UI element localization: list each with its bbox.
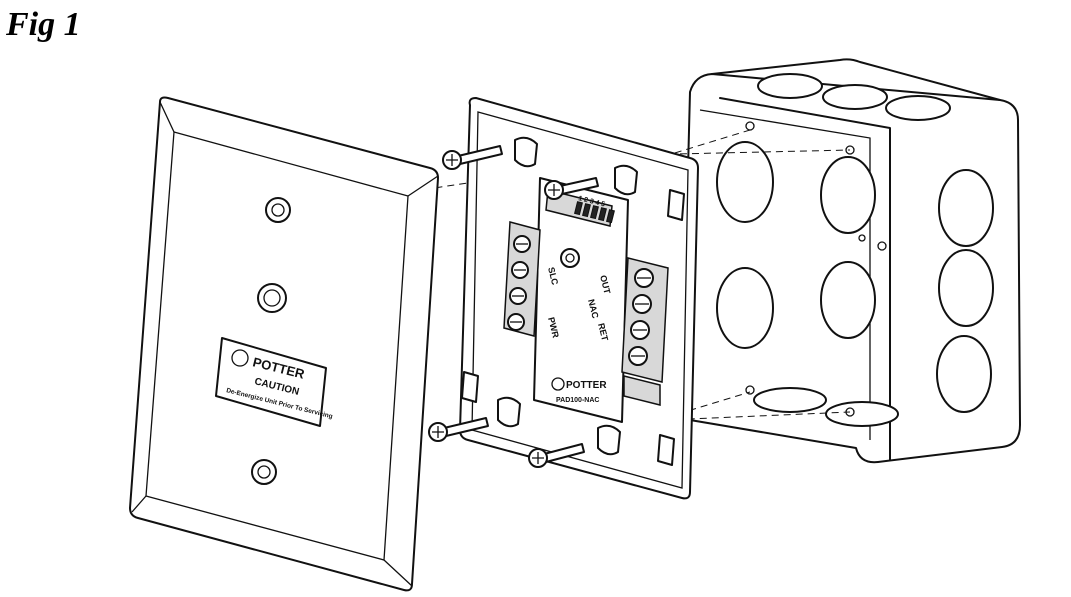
dip-switches — [574, 201, 615, 224]
module-model: PAD100-NAC — [556, 397, 599, 404]
left-terminal-block — [503, 221, 541, 337]
caution-label: POTTER CAUTION De-Energize Unit Prior To… — [215, 337, 333, 427]
figure-title: Fig 1 — [6, 6, 81, 43]
electrical-box — [681, 58, 1021, 464]
screw-icon — [528, 443, 585, 468]
screw-icon — [442, 145, 503, 170]
potter-logo-icon — [551, 377, 565, 391]
module-assembly: 1 2 3 4 5 SLC PWR OUT NAC RET POTTER PAD… — [459, 97, 699, 500]
right-terminal-block — [621, 257, 669, 406]
module-logo: POTTER — [566, 380, 607, 391]
screw-icon — [428, 417, 489, 442]
label-slc: SLC — [546, 266, 560, 286]
label-nac: NAC — [586, 298, 601, 320]
screw-icon — [544, 177, 599, 200]
potter-logo-icon — [231, 349, 249, 367]
cover-plate: POTTER CAUTION De-Energize Unit Prior To… — [129, 96, 439, 592]
label-out: OUT — [598, 274, 612, 295]
label-ret: RET — [596, 322, 610, 342]
